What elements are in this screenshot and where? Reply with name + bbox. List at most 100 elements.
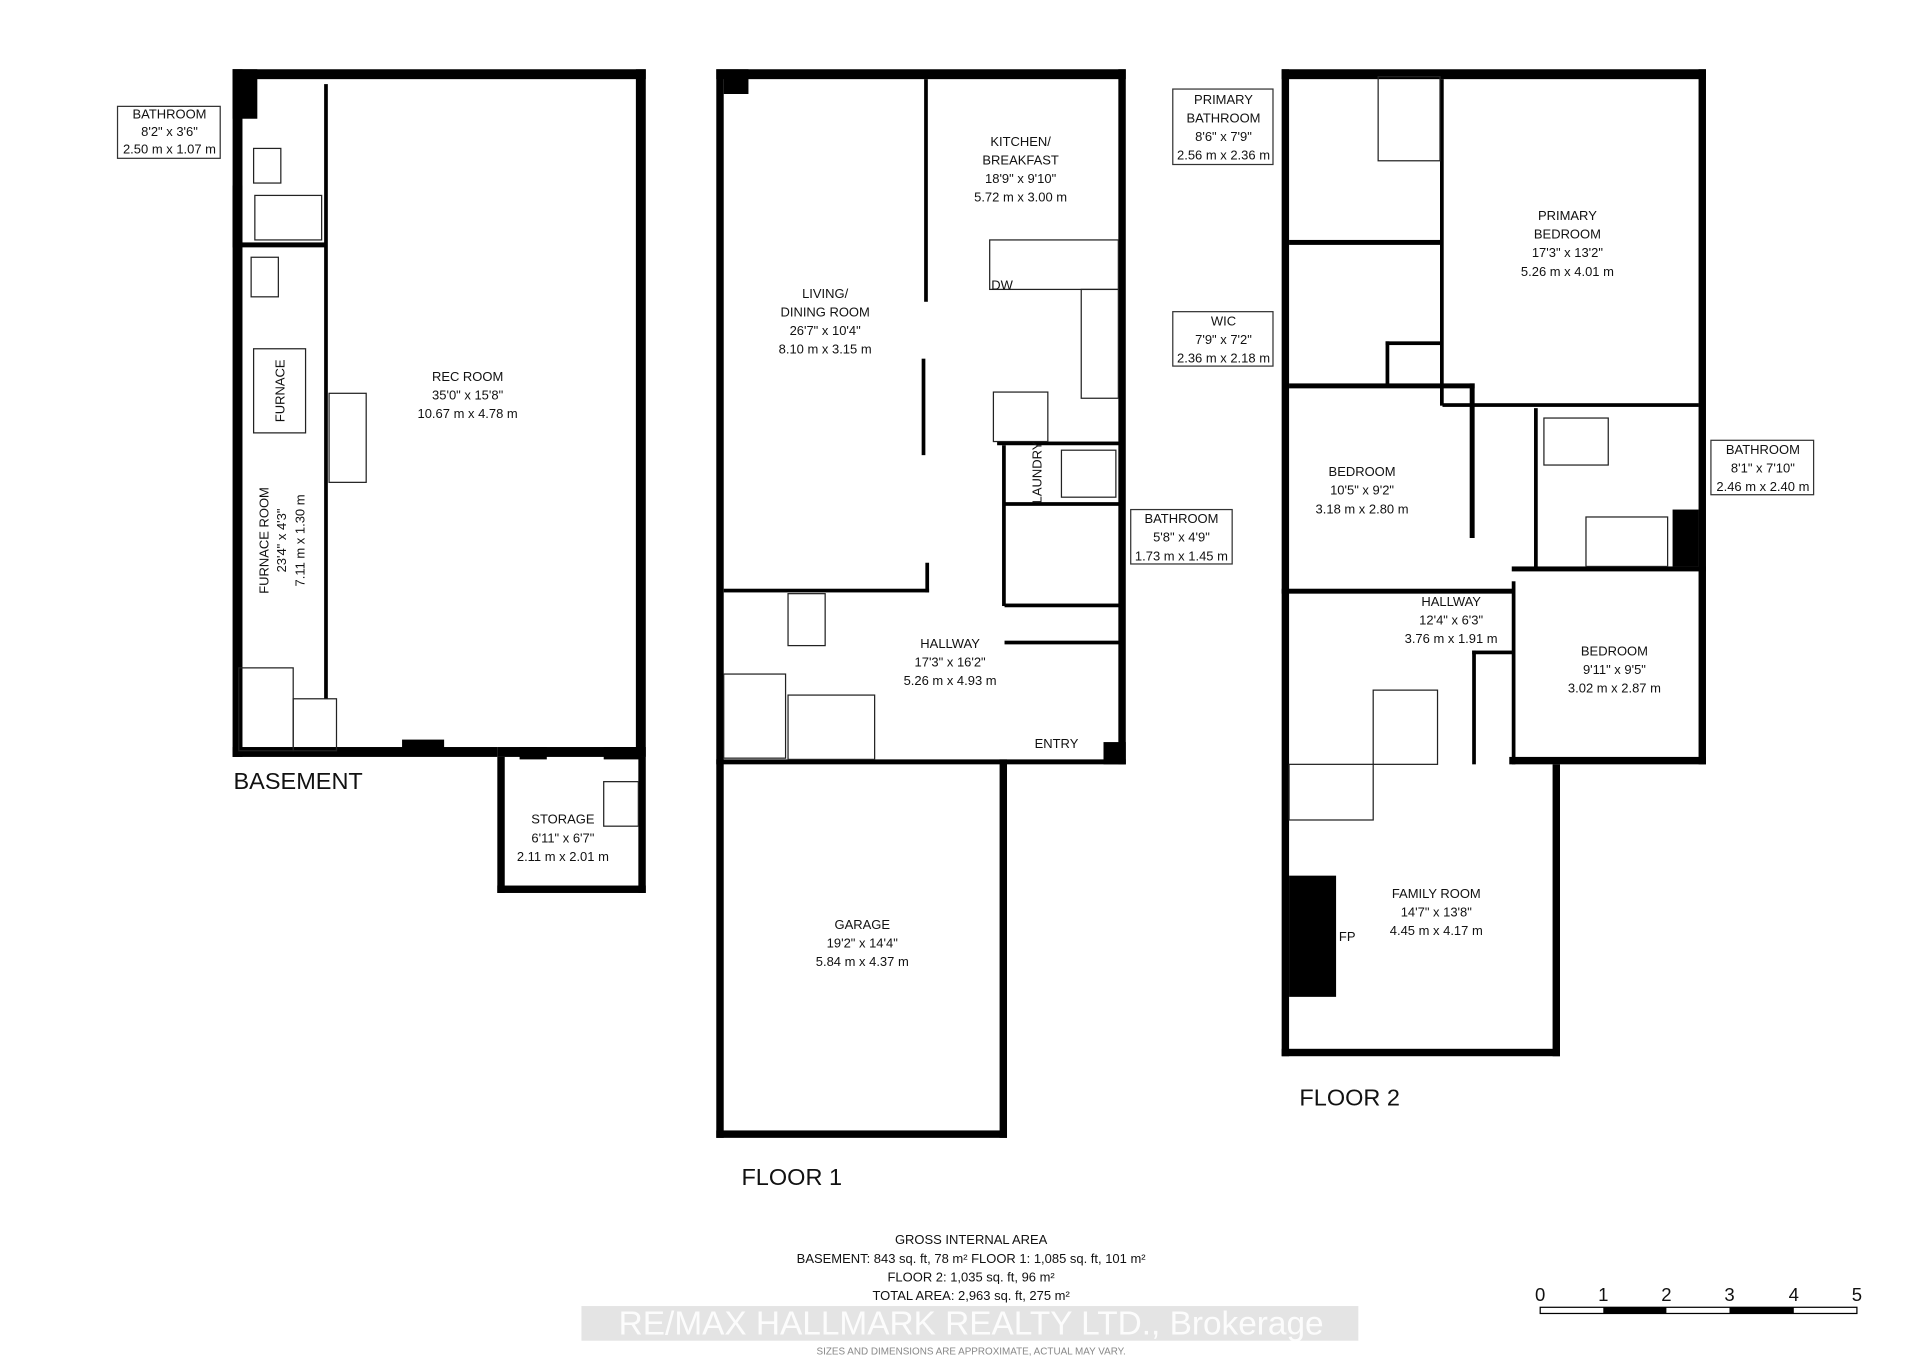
room-name: WIC [1211,313,1236,328]
wall [324,84,328,699]
wall [497,747,646,757]
wall [716,1130,1008,1138]
scale-tick: 0 [1535,1284,1545,1305]
room-metric: 2.36 m x 2.18 m [1177,350,1270,365]
room-imperial: 23'4" x 4'3" [274,508,289,572]
room-imperial: 35'0" x 15'8" [432,387,504,402]
room-metric: 3.02 m x 2.87 m [1568,681,1661,696]
wall [232,69,646,80]
wall [716,69,1126,80]
wall [519,747,547,760]
room-name: REC ROOM [432,369,503,384]
wall [1281,1048,1560,1057]
wall [1385,341,1390,386]
label-box [116,105,221,159]
wall [716,69,724,1138]
room-name: PRIMARY [1538,208,1597,223]
room-imperial: 9'11" x 9'5" [1583,662,1646,677]
scale-tick: 1 [1598,1284,1608,1305]
fixture-outline [1080,288,1119,399]
wall [402,739,445,750]
wall [232,69,258,119]
entry-label: ENTRY [1035,736,1079,751]
label-box [1710,439,1815,496]
fixture-outline [1372,689,1439,765]
fixture-outline [238,667,294,752]
scale-bar-segment [1729,1307,1794,1314]
wall [1442,403,1699,407]
wall [497,756,505,893]
room-imperial: 14'7" x 13'8" [1401,904,1473,919]
room-name: BREAKFAST [982,152,1058,167]
fixture-outline [723,673,787,759]
disclaimer: SIZES AND DIMENSIONS ARE APPROXIMATE, AC… [817,1346,1126,1357]
wall [1469,383,1475,539]
wall [232,69,243,757]
wall [603,747,641,760]
wall [921,358,926,456]
room-metric: 2.11 m x 2.01 m [517,849,609,864]
room-name: BATHROOM [1726,442,1800,457]
room-name: FAMILY ROOM [1392,886,1481,901]
room-imperial: 12'4" x 6'3" [1419,613,1483,628]
wall [1004,640,1121,645]
wall [1385,341,1443,346]
room-metric: 2.56 m x 2.36 m [1177,148,1270,163]
wall [635,69,646,757]
fixture-outline [992,391,1049,443]
wall [999,759,1008,1138]
room-name: FURNACE ROOM [256,487,271,594]
floor2-plan: PRIMARY BATHROOM 8'6" x 7'9" 2.56 m x 2.… [1172,88,1815,1111]
fixture-outline [1543,417,1609,466]
room-metric: 1.73 m x 1.45 m [1135,548,1228,563]
room-imperial: 26'7" x 10'4" [790,323,862,338]
basement-plan: BATHROOM 8'2" x 3'6" 2.50 m x 1.07 m REC… [116,105,609,864]
floor-title: FLOOR 1 [741,1164,842,1190]
room-metric: 2.50 m x 1.07 m [123,141,216,156]
wall [1534,408,1538,569]
area-heading: GROSS INTERNAL AREA [895,1232,1048,1247]
room-metric: 5.84 m x 4.37 m [816,954,909,969]
fixture-outline [989,239,1119,291]
room-metric: 8.10 m x 3.15 m [779,342,872,357]
room-name: BEDROOM [1329,464,1396,479]
room-imperial: 6'11" x 6'7" [531,830,594,845]
wall [1004,502,1121,506]
wall [723,588,930,593]
watermark: RE/MAX HALLMARK REALTY LTD., Brokerage [619,1306,1324,1343]
area-total: TOTAL AREA: 2,963 sq. ft, 275 m² [872,1288,1070,1303]
room-metric: 7.11 m x 1.30 m [292,494,307,586]
room-imperial: 8'6" x 7'9" [1195,129,1252,144]
wall [1672,509,1699,567]
wall [1289,875,1337,997]
room-metric: 5.72 m x 3.00 m [974,190,1067,205]
room-metric: 10.67 m x 4.78 m [418,406,518,421]
scale-bar: 0 1 2 3 4 5 [1535,1284,1862,1315]
laundry-label: LAUNDRY [1030,441,1045,503]
room-imperial: 5'8" x 4'9" [1153,530,1210,545]
fireplace-label: FP [1339,929,1356,944]
wall [716,759,1126,765]
furnace-label: FURNACE [273,359,288,422]
wall [1472,650,1515,655]
wall [1002,445,1006,607]
room-name: DINING ROOM [780,305,869,320]
room-name: STORAGE [531,812,595,827]
fixture-outline [254,194,323,241]
room-name: BEDROOM [1581,644,1648,659]
fixture-outline [292,698,338,752]
floor-title: FLOOR 2 [1299,1085,1400,1111]
wall [638,756,646,893]
room-metric: 3.18 m x 2.80 m [1316,501,1409,516]
fixture-outline [603,781,639,827]
wall [232,747,498,757]
wall [1552,764,1560,1057]
area-summary: GROSS INTERNAL AREA BASEMENT: 843 sq. ft… [581,1232,1359,1357]
walls [232,69,1706,1138]
scale-bar-frame [1539,1306,1858,1315]
wall [232,242,326,248]
room-name: KITCHEN/ [990,134,1051,149]
room-metric: 4.45 m x 4.17 m [1390,923,1483,938]
scale-tick: 3 [1724,1284,1734,1305]
